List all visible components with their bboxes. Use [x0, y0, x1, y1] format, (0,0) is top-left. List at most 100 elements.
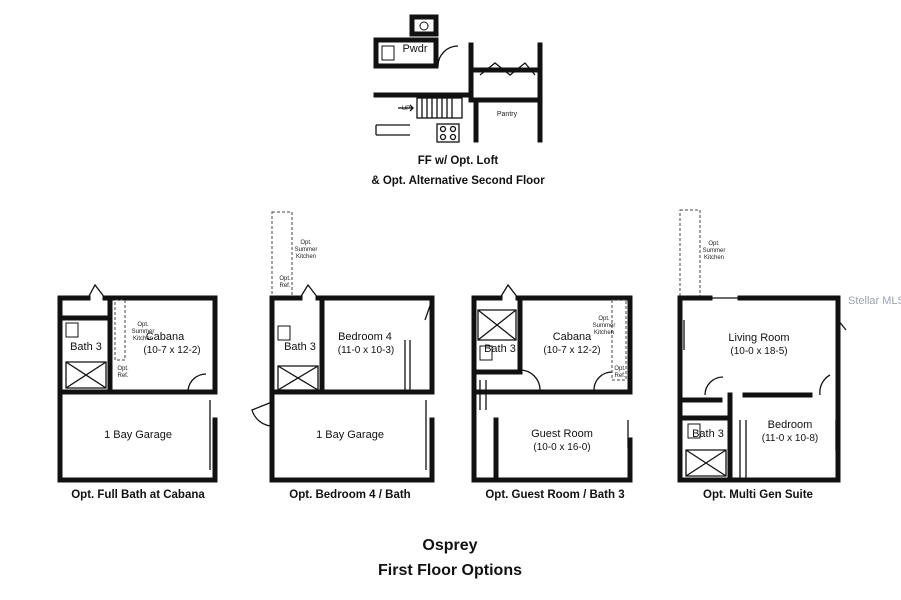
plan1-interior-walls [57, 295, 113, 395]
right-wall [468, 42, 543, 143]
plan1-room1-dim: (10-7 x 12-2) [143, 345, 200, 356]
plan4-room1-dim: (10-0 x 18-5) [730, 346, 787, 357]
plan-title: Osprey [422, 537, 477, 554]
plan3-closet [479, 380, 487, 410]
toilet-fixture [277, 325, 291, 341]
counter [375, 124, 410, 136]
plan4-summer-kitchen [679, 209, 701, 299]
shower-fixture [277, 365, 319, 391]
plan3-summer-kitchen [611, 299, 627, 381]
plan3-room1-dim: (10-7 x 12-2) [543, 345, 600, 356]
opt-summer-kitchen-text: Summer [295, 247, 318, 253]
burner-icon [439, 133, 447, 141]
top-caption-line2: & Opt. Alternative Second Floor [371, 175, 545, 187]
plan3-bath-label: Bath 3 [484, 343, 516, 355]
stair [416, 97, 463, 119]
plan-guest-room-bath3: Bath 3 Opt. Summer Kitchen Opt. Ref. Cab… [471, 283, 633, 501]
opt-ref-text: Ref. [117, 373, 128, 379]
opt-summer-kitchen-text: Opt. [708, 241, 720, 247]
plan1-door-swing [187, 373, 207, 393]
plan2-caption: Opt. Bedroom 4 / Bath [289, 489, 410, 501]
up-label: UP [402, 106, 410, 112]
plan2-room1-label: Bedroom 4 [338, 331, 392, 343]
shower-fixture [65, 361, 107, 389]
plan3-door-swing [593, 371, 613, 391]
plan3-walls [471, 295, 633, 483]
plan1-caption: Opt. Full Bath at Cabana [71, 489, 205, 501]
plan2-room1-dim: (11-0 x 10-3) [338, 345, 395, 356]
plan1-walls [57, 295, 218, 483]
plan1-room1-label: Cabana [146, 331, 185, 343]
opt-summer-kitchen-text: Summer [132, 329, 155, 335]
opt-summer-kitchen-text: Summer [593, 323, 616, 329]
opt-ref-text: Ref. [614, 373, 625, 379]
opt-ref-text: Ref. [279, 283, 290, 289]
plan4-door-swing [704, 376, 724, 396]
plan1-entry-door [87, 283, 106, 299]
toilet-fixture [479, 345, 493, 361]
plan1-summer-kitchen [114, 299, 126, 361]
plan3-room2-dim: (10-0 x 16-0) [533, 442, 590, 453]
plan4-walls [677, 295, 841, 483]
plan4-closet [739, 420, 747, 478]
plan2-closet [404, 340, 411, 390]
cooktop [436, 123, 460, 143]
plan3-entry-door [499, 283, 519, 299]
plan4-room2-label: Bedroom [768, 419, 813, 431]
plan4-door-swing [819, 374, 831, 396]
toilet-fixture [65, 322, 79, 338]
pwdr-door-swing [437, 45, 459, 67]
plan3-caption: Opt. Guest Room / Bath 3 [485, 489, 624, 501]
plan3-door-swing [519, 369, 541, 391]
plan4-room2-dim: (11-0 x 10-8) [762, 433, 819, 444]
opt-ref-text: Opt. [279, 276, 291, 282]
plan-subtitle: First Floor Options [378, 562, 522, 579]
opt-summer-kitchen-text: Opt. [137, 322, 149, 328]
closet-doors [479, 62, 536, 76]
burner-icon [439, 125, 447, 133]
pwdr-label: Pwdr [402, 43, 427, 55]
opt-summer-kitchen-text: Kitchen [133, 336, 153, 342]
up-arrow-icon [398, 104, 414, 112]
plan4-room1-label: Living Room [728, 332, 789, 344]
plan-full-bath-cabana: Bath 3 Opt. Summer Kitchen Opt. Ref. Cab… [57, 283, 218, 501]
opt-summer-kitchen-text: Opt. [598, 316, 610, 322]
plan1-garage-label: 1 Bay Garage [104, 429, 172, 441]
pantry-wall [473, 97, 543, 143]
plan2-walls [269, 295, 435, 483]
opt-summer-kitchen-text: Kitchen [704, 255, 724, 261]
top-floor-fragment: Pwdr UP Pantry FF w/ Opt. Loft & Opt. Al… [371, 14, 545, 187]
pwdr-wall [373, 37, 439, 69]
sink-fixture [419, 21, 429, 31]
plan1-bath-label: Bath 3 [70, 341, 102, 353]
plan2-side-door [251, 401, 273, 427]
plan2-entry-door [299, 283, 319, 299]
toilet-fixture [687, 423, 701, 439]
opt-ref-text: Opt. [614, 366, 626, 372]
watermark-logo: Stellar MLS [848, 295, 901, 307]
toilet-fixture [381, 45, 395, 61]
opt-summer-kitchen-text: Summer [703, 248, 726, 254]
burner-icon [449, 125, 457, 133]
shower-fixture [477, 309, 517, 341]
opt-ref-text: Opt. [117, 366, 129, 372]
plan4-interior-walls [677, 392, 813, 483]
plan4-bath-label: Bath 3 [692, 428, 724, 440]
top-caption-line1: FF w/ Opt. Loft [418, 155, 499, 167]
plan3-room2-label: Guest Room [531, 428, 593, 440]
plan3-room1-label: Cabana [553, 331, 592, 343]
plan4-entry [710, 297, 847, 331]
plan2-bath-label: Bath 3 [284, 341, 316, 353]
shower-fixture [685, 449, 727, 477]
pwdr-closet-wall [409, 14, 439, 37]
plan2-window-door [424, 299, 433, 321]
opt-summer-kitchen-text: Kitchen [594, 330, 614, 336]
opt-summer-kitchen-text: Kitchen [296, 254, 316, 260]
plan4-caption: Opt. Multi Gen Suite [703, 489, 813, 501]
plan2-garage-label: 1 Bay Garage [316, 429, 384, 441]
opt-summer-kitchen-text: Opt. [300, 240, 312, 246]
pantry-label: Pantry [497, 111, 518, 118]
stair-treads [421, 98, 453, 118]
plan3-interior-walls [471, 295, 523, 483]
